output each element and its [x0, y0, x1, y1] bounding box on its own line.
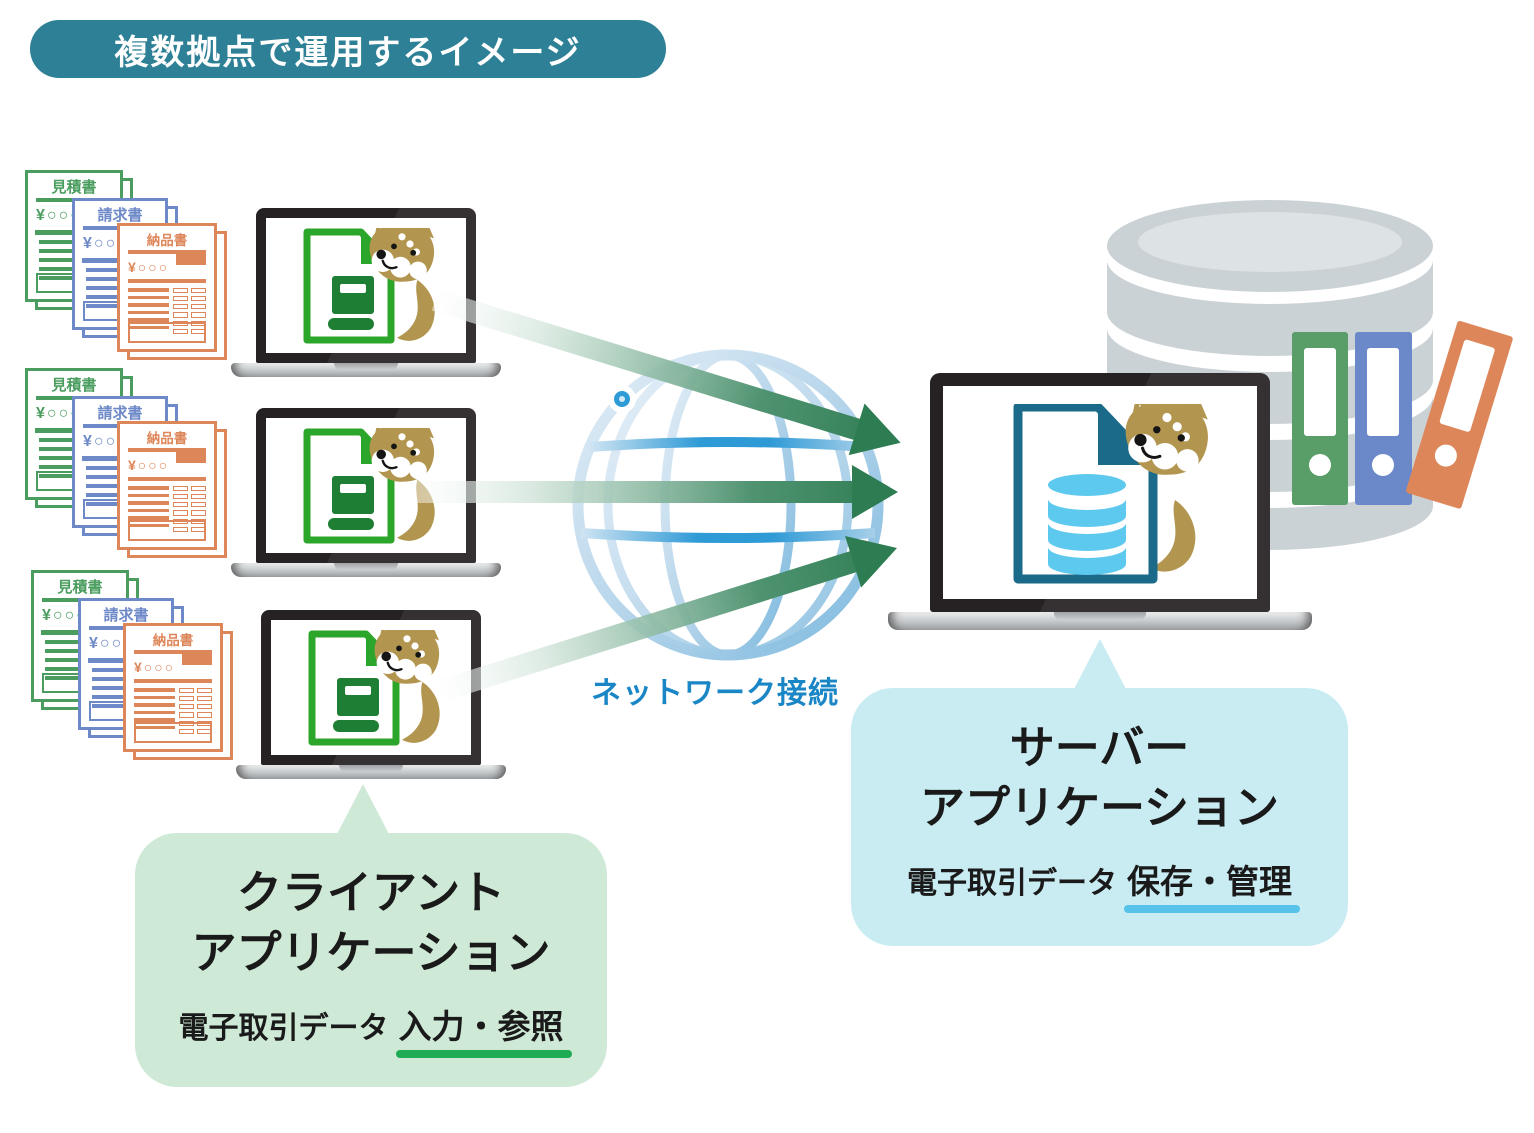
binder-ring-hole: [1309, 454, 1331, 476]
stamp-box: [176, 450, 206, 463]
document-book-shiba-icon: [303, 228, 436, 344]
divider: [128, 448, 206, 452]
divider: [134, 679, 212, 683]
price-text: ¥○○○: [83, 235, 129, 252]
callout-pointer: [337, 784, 389, 834]
quote-title: 見積書: [57, 579, 103, 596]
client-laptop-1: [231, 208, 501, 377]
table-lines: [134, 688, 176, 734]
laptop-notch: [339, 765, 403, 772]
binder-blue: [1355, 332, 1412, 505]
laptop-notch: [1054, 612, 1146, 620]
laptop-base: [231, 363, 501, 377]
table-grid: [179, 688, 212, 734]
delivery-title: 納品書: [146, 233, 188, 248]
arrow-top: [431, 289, 901, 456]
network-label: ネットワーク接続: [591, 677, 839, 710]
delivery-title: 納品書: [146, 431, 188, 446]
callout-pointer: [1074, 639, 1126, 689]
table-lines: [128, 288, 170, 334]
binder-label: [1367, 348, 1399, 436]
quote-title: 見積書: [51, 179, 97, 196]
divider: [128, 279, 206, 283]
table-grid: [173, 486, 206, 532]
title-banner: 複数拠点で運用するイメージ: [30, 20, 666, 78]
price-text: ¥○○○: [83, 433, 129, 450]
server-app-callout: サーバー アプリケーション 電子取引データ保存・管理: [851, 639, 1348, 946]
binder-ring-hole: [1432, 441, 1460, 470]
price-text: ¥○○○: [89, 635, 135, 652]
laptop-bezel: [930, 373, 1270, 612]
price-text: ¥○○○: [134, 659, 176, 675]
items-table: [128, 486, 206, 532]
total-box: [128, 322, 206, 343]
binder-ring-hole: [1372, 454, 1394, 476]
network-arrows: [412, 289, 901, 703]
client-app-callout: クライアント アプリケーション 電子取引データ入力・参照: [135, 784, 607, 1087]
stamp-box: [176, 252, 206, 265]
callout-title-line1: クライアント: [236, 867, 506, 918]
data-label: 電子取引データ: [907, 867, 1117, 900]
arrow-middle: [412, 465, 898, 519]
laptop-screen: [943, 386, 1257, 599]
document-book-shiba-icon: [303, 428, 436, 544]
laptop-base: [888, 612, 1312, 630]
total-box: [134, 722, 212, 743]
stamp-box: [182, 652, 212, 665]
globe-icon: [572, 349, 884, 661]
price-text: ¥○○○: [36, 405, 82, 422]
callout-title-line2: アプリケーション: [919, 782, 1280, 833]
server-laptop: [888, 373, 1312, 630]
callout-description: 電子取引データ保存・管理: [851, 855, 1348, 903]
arrow-bottom: [433, 535, 897, 703]
diagram-title: 複数拠点で運用するイメージ: [114, 33, 582, 72]
items-table: [134, 688, 212, 734]
callout-title-line1: サーバー: [1009, 722, 1190, 773]
binder-green: [1292, 332, 1348, 505]
quote-title: 見積書: [51, 377, 97, 394]
document-stack-1: 見積書 ¥○○○ 請求書 ¥○○○ 納品書 ¥○○○: [25, 170, 235, 370]
invoice-title: 請求書: [97, 207, 143, 224]
total-box: [128, 520, 206, 541]
document-stack-3: 見積書 ¥○○○ 請求書 ¥○○○ 納品書 ¥○○○: [31, 570, 241, 770]
laptop-bezel: [256, 208, 476, 363]
document-stack-2: 見積書 ¥○○○ 請求書 ¥○○○ 納品書 ¥○○○: [25, 368, 235, 568]
price-text: ¥○○○: [128, 457, 170, 473]
client-action-underlined: 入力・参照: [398, 1008, 564, 1045]
document-database-shiba-icon: [1013, 404, 1210, 584]
binder-label: [1439, 339, 1496, 433]
delivery-doc: 納品書 ¥○○○: [117, 421, 217, 550]
divider: [134, 650, 212, 654]
delivery-title: 納品書: [152, 633, 194, 648]
price-text: ¥○○○: [128, 259, 170, 275]
binder-label: [1304, 348, 1336, 436]
divider: [128, 477, 206, 481]
table-lines: [128, 486, 170, 532]
divider: [128, 250, 206, 254]
laptop-base: [231, 563, 501, 577]
delivery-doc: 納品書 ¥○○○: [123, 623, 223, 752]
items-table: [128, 288, 206, 334]
laptop-base: [236, 765, 506, 779]
invoice-title: 請求書: [97, 405, 143, 422]
laptop-notch: [334, 363, 398, 370]
delivery-doc: 納品書 ¥○○○: [117, 223, 217, 352]
invoice-title: 請求書: [103, 607, 149, 624]
callout-description: 電子取引データ入力・参照: [135, 1000, 607, 1048]
price-text: ¥○○○: [42, 607, 88, 624]
callout-title-line2: アプリケーション: [191, 927, 551, 978]
laptop-screen: [266, 218, 466, 353]
laptop-notch: [334, 563, 398, 570]
price-text: ¥○○○: [36, 207, 82, 224]
server-action-underlined: 保存・管理: [1127, 863, 1292, 900]
data-label: 電子取引データ: [178, 1012, 389, 1045]
table-grid: [173, 288, 206, 334]
document-book-shiba-icon: [308, 630, 441, 746]
